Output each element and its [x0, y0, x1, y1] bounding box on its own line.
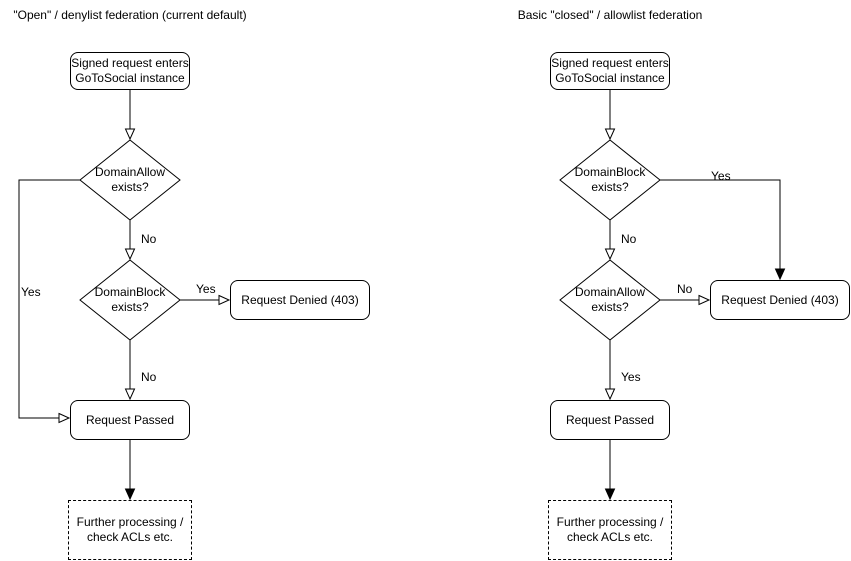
left-decision2-diamond	[79, 259, 181, 341]
right-decision2-yes-label: Yes	[621, 370, 641, 384]
left-decision2-yes-label: Yes	[196, 282, 216, 296]
right-decision2-no-label: No	[677, 282, 693, 296]
right-further-processing-node: Further processing / check ACLs etc.	[548, 500, 672, 560]
left-start-node: Signed request enters GoToSocial instanc…	[70, 52, 190, 90]
left-decision1-yes-connector	[18, 179, 80, 424]
left-flowchart-title: "Open" / denylist federation (current de…	[13, 8, 247, 22]
right-decision1-no-label: No	[621, 232, 637, 246]
right-request-denied-node: Request Denied (403)	[710, 280, 850, 320]
left-request-passed-node: Request Passed	[70, 400, 190, 440]
right-decision1-diamond	[559, 139, 661, 221]
left-decision1-diamond	[79, 139, 181, 221]
left-further-processing-node: Further processing / check ACLs etc.	[68, 500, 192, 560]
right-start-node: Signed request enters GoToSocial instanc…	[550, 52, 670, 90]
left-decision1-yes-label: Yes	[21, 285, 41, 299]
left-request-denied-node: Request Denied (403)	[230, 280, 370, 320]
right-decision1-yes-connector	[660, 179, 786, 281]
right-flowchart-title: Basic "closed" / allowlist federation	[517, 8, 703, 22]
right-decision1-yes-label: Yes	[711, 169, 731, 183]
right-request-passed-node: Request Passed	[550, 400, 670, 440]
left-decision2-no-label: No	[141, 370, 157, 384]
right-decision2-diamond	[559, 259, 661, 341]
left-decision1-no-label: No	[141, 232, 157, 246]
